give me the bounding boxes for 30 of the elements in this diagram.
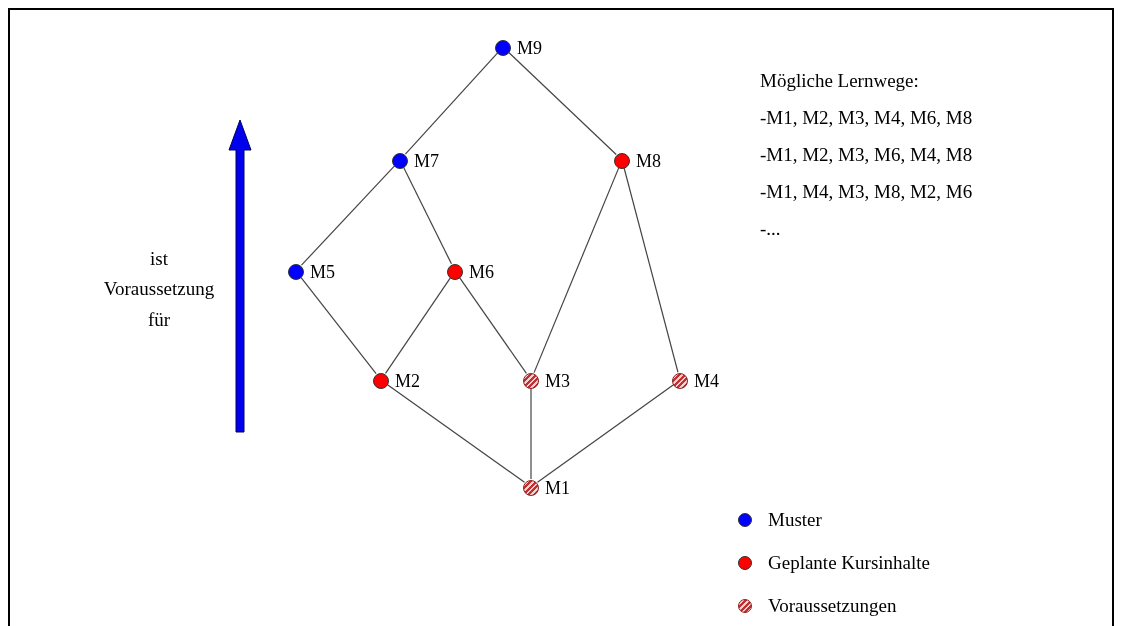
connector-line: [508, 51, 617, 156]
connector-line: [384, 277, 452, 374]
list-item: -M1, M2, M3, M4, M6, M8: [760, 106, 973, 130]
node-label: M5: [310, 263, 335, 281]
connector-line: [404, 52, 499, 155]
node-label: M4: [694, 372, 719, 390]
connector-line: [458, 276, 527, 375]
node-label: M2: [395, 372, 420, 390]
legend-label: Voraussetzungen: [768, 594, 897, 617]
axis-label: ist Voraussetzung für: [102, 247, 216, 332]
connector-line: [533, 166, 620, 374]
connector-line: [300, 165, 396, 266]
node-label: M1: [545, 479, 570, 497]
list-heading: Mögliche Lernwege:: [760, 69, 920, 93]
node-label: M3: [545, 372, 570, 390]
list-item: -...: [760, 217, 782, 241]
connector-line: [402, 166, 453, 265]
connector-line: [623, 167, 679, 373]
list-item: -M1, M4, M3, M8, M2, M6: [760, 180, 973, 204]
node-label: M9: [517, 39, 542, 57]
list-item: -M1, M2, M3, M6, M4, M8: [760, 143, 973, 167]
legend-label: Muster: [768, 508, 822, 531]
connector-line: [386, 384, 526, 483]
node-label: M8: [636, 152, 661, 170]
legend-label: Geplante Kursinhalte: [768, 551, 930, 574]
connector-line: [536, 384, 675, 483]
connector-line: [530, 387, 532, 480]
node-label: M6: [469, 263, 494, 281]
node-label: M7: [414, 152, 439, 170]
connector-line: [300, 276, 377, 375]
